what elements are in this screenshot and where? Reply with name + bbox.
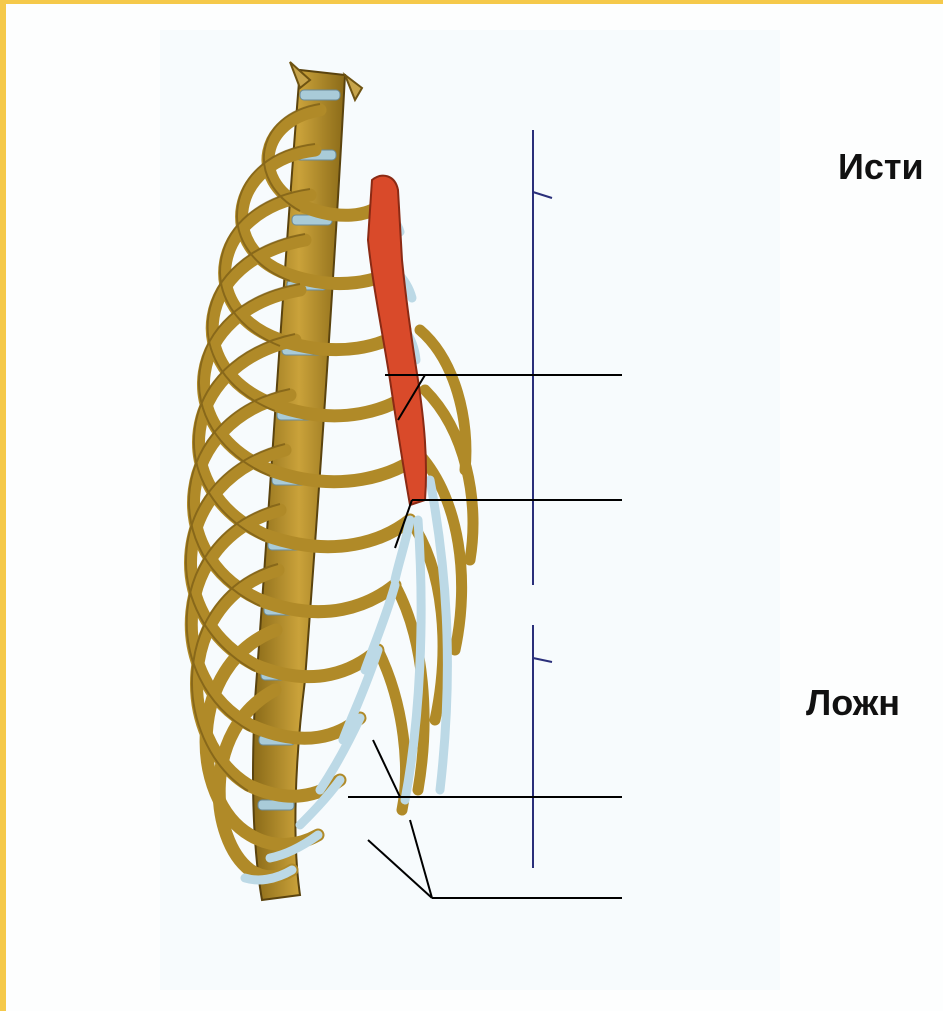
label-false-ribs: Ложн <box>806 682 900 724</box>
label-true-ribs: Исти <box>838 146 924 188</box>
pointer-lines <box>348 375 622 898</box>
